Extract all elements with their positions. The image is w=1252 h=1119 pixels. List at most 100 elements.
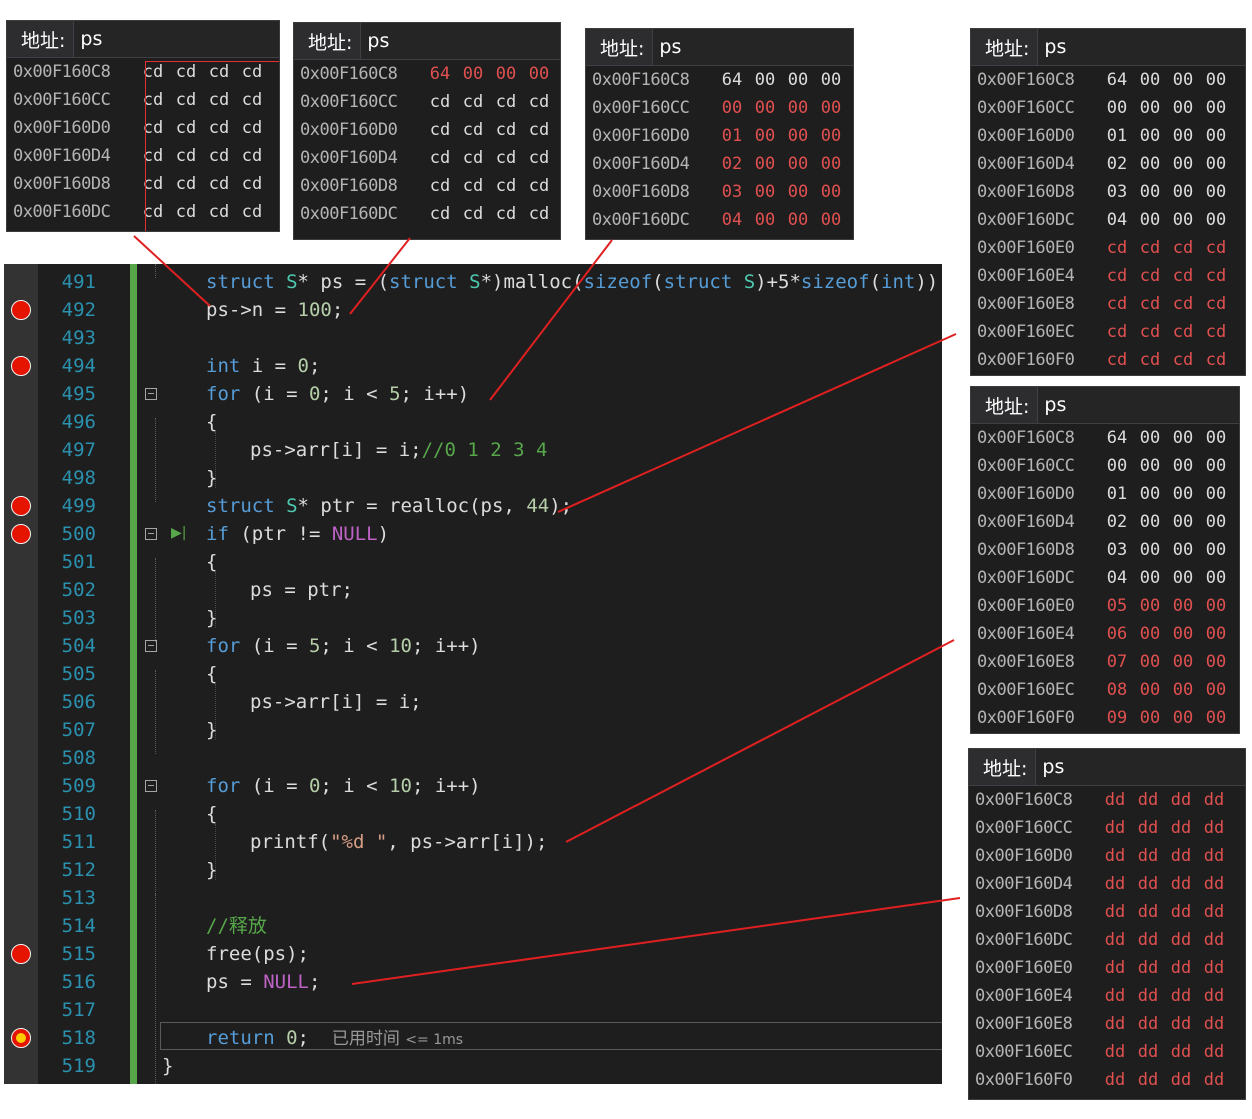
memory-byte[interactable]: 06 xyxy=(1106,624,1128,644)
memory-byte[interactable]: 00 xyxy=(1172,680,1194,700)
memory-byte[interactable]: cd xyxy=(1205,266,1227,286)
memory-byte[interactable]: 09 xyxy=(1106,708,1128,728)
code-line-519[interactable]: 519 } xyxy=(4,1052,942,1080)
memory-byte[interactable]: 04 xyxy=(1106,568,1128,588)
memory-byte[interactable]: dd xyxy=(1170,958,1192,978)
code-line-511[interactable]: 511 printf("%d ", ps->arr[i]); xyxy=(4,828,942,856)
memory-byte[interactable]: 64 xyxy=(1106,428,1128,448)
address-input[interactable]: ps xyxy=(652,29,853,65)
memory-byte[interactable]: 00 xyxy=(1106,456,1128,476)
memory-byte[interactable]: cd xyxy=(175,174,197,194)
code-line-513[interactable]: 513 xyxy=(4,884,942,912)
code-line-505[interactable]: 505 { xyxy=(4,660,942,688)
memory-byte[interactable]: 00 xyxy=(1205,624,1227,644)
memory-byte[interactable]: cd xyxy=(1172,294,1194,314)
memory-byte[interactable]: cd xyxy=(241,174,263,194)
memory-byte[interactable]: 00 xyxy=(787,98,809,118)
memory-byte[interactable]: dd xyxy=(1170,1014,1192,1034)
memory-byte[interactable]: cd xyxy=(208,146,230,166)
code-line-515[interactable]: 515 free(ps); xyxy=(4,940,942,968)
memory-byte[interactable]: cd xyxy=(462,92,484,112)
memory-byte[interactable]: 03 xyxy=(721,182,743,202)
memory-byte[interactable]: dd xyxy=(1104,958,1126,978)
breakpoint-icon[interactable] xyxy=(11,496,31,516)
memory-byte[interactable]: dd xyxy=(1170,930,1192,950)
memory-byte[interactable]: cd xyxy=(429,120,451,140)
memory-byte[interactable]: dd xyxy=(1104,986,1126,1006)
memory-byte[interactable]: 00 xyxy=(1205,210,1227,230)
memory-byte[interactable]: 00 xyxy=(1139,98,1161,118)
memory-byte[interactable]: cd xyxy=(1172,350,1194,370)
memory-byte[interactable]: 00 xyxy=(1205,182,1227,202)
memory-byte[interactable]: dd xyxy=(1104,1070,1126,1090)
memory-byte[interactable]: 00 xyxy=(754,210,776,230)
memory-byte[interactable]: cd xyxy=(528,176,550,196)
memory-byte[interactable]: dd xyxy=(1170,1070,1192,1090)
memory-byte[interactable]: 64 xyxy=(429,64,451,84)
memory-byte[interactable]: cd xyxy=(175,62,197,82)
memory-byte[interactable]: cd xyxy=(142,62,164,82)
code-line-509[interactable]: 509 for (i = 0; i < 10; i++) xyxy=(4,772,942,800)
memory-byte[interactable]: 00 xyxy=(1205,708,1227,728)
code-line-516[interactable]: 516 ps = NULL; xyxy=(4,968,942,996)
memory-byte[interactable]: dd xyxy=(1170,846,1192,866)
memory-byte[interactable]: 00 xyxy=(1172,624,1194,644)
memory-byte[interactable]: 05 xyxy=(1106,596,1128,616)
memory-byte[interactable]: 00 xyxy=(1172,540,1194,560)
memory-byte[interactable]: dd xyxy=(1137,986,1159,1006)
memory-byte[interactable]: 02 xyxy=(1106,512,1128,532)
memory-byte[interactable]: cd xyxy=(1172,322,1194,342)
memory-byte[interactable]: 00 xyxy=(1139,680,1161,700)
address-input[interactable]: ps xyxy=(1037,387,1239,423)
memory-byte[interactable]: 00 xyxy=(1205,568,1227,588)
memory-byte[interactable]: 00 xyxy=(1139,596,1161,616)
memory-byte[interactable]: 00 xyxy=(820,98,842,118)
memory-byte[interactable]: 01 xyxy=(1106,126,1128,146)
memory-byte[interactable]: 00 xyxy=(1139,126,1161,146)
memory-byte[interactable]: cd xyxy=(495,176,517,196)
memory-byte[interactable]: 07 xyxy=(1106,652,1128,672)
memory-byte[interactable]: 00 xyxy=(1172,182,1194,202)
memory-byte[interactable]: cd xyxy=(208,202,230,222)
memory-byte[interactable]: dd xyxy=(1203,902,1225,922)
memory-byte[interactable]: dd xyxy=(1104,818,1126,838)
memory-byte[interactable]: dd xyxy=(1104,846,1126,866)
memory-byte[interactable]: 00 xyxy=(1205,540,1227,560)
memory-byte[interactable]: dd xyxy=(1137,902,1159,922)
memory-byte[interactable]: cd xyxy=(429,204,451,224)
memory-byte[interactable]: cd xyxy=(1172,266,1194,286)
memory-byte[interactable]: 04 xyxy=(1106,210,1128,230)
current-statement-icon[interactable] xyxy=(11,1028,31,1048)
memory-byte[interactable]: 08 xyxy=(1106,680,1128,700)
memory-byte[interactable]: cd xyxy=(1205,238,1227,258)
memory-byte[interactable]: cd xyxy=(495,92,517,112)
memory-byte[interactable]: cd xyxy=(1106,238,1128,258)
memory-byte[interactable]: cd xyxy=(528,204,550,224)
memory-byte[interactable]: cd xyxy=(208,62,230,82)
memory-byte[interactable]: cd xyxy=(142,118,164,138)
collapse-icon[interactable] xyxy=(145,640,157,652)
memory-byte[interactable]: cd xyxy=(241,146,263,166)
code-line-502[interactable]: 502 ps = ptr; xyxy=(4,576,942,604)
memory-byte[interactable]: 00 xyxy=(820,126,842,146)
memory-byte[interactable]: 00 xyxy=(1139,540,1161,560)
memory-byte[interactable]: 00 xyxy=(754,182,776,202)
code-editor[interactable]: 491 struct S* ps = (struct S*)malloc(siz… xyxy=(4,264,942,1084)
memory-byte[interactable]: cd xyxy=(1139,350,1161,370)
